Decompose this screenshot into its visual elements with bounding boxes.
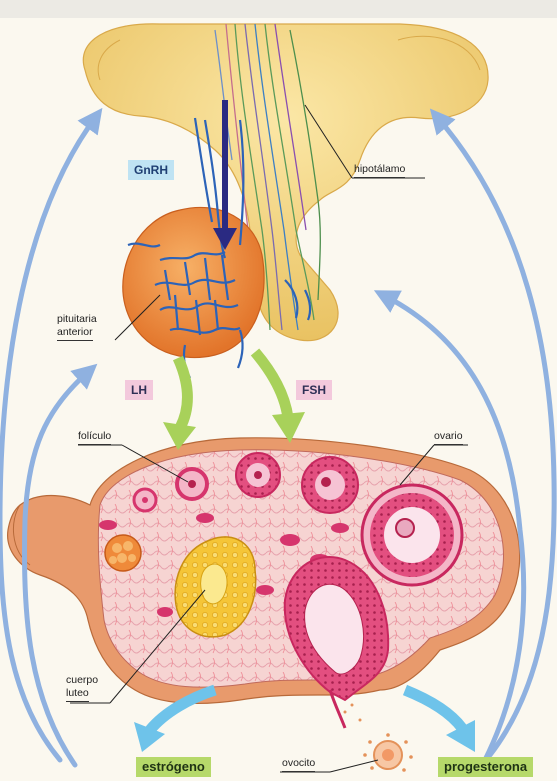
oocyte-label: ovocito [282,757,315,772]
anterior-pituitary-label: pituitaria anterior [57,313,97,341]
top-strip [0,0,557,18]
corpus-luteum-label: cuerpo luteo [66,674,98,702]
corpus-luteum-line2: luteo [66,687,89,702]
hypothalamus-label: hipotálamo [354,163,405,178]
anterior-pituitary-line1: pituitaria [57,313,97,326]
ovary-label: ovario [434,430,463,445]
ovary-text: ovario [434,430,463,445]
lh-stimulus-arrow [163,358,196,450]
gnrh-label: GnRH [128,160,174,180]
lh-label: LH [125,380,153,400]
follicle-label: folículo [78,430,111,445]
progesterone-release-arrow [405,690,475,752]
oocyte-text: ovocito [282,757,315,772]
fsh-label: FSH [296,380,332,400]
estrogen-label: estrógeno [136,757,211,777]
progesterone-label: progesterona [438,757,533,777]
ruptured-follicle [285,557,388,728]
corpus-luteum-line1: cuerpo [66,674,98,687]
oocyte-shape [344,704,413,772]
anterior-pituitary-line2: anterior [57,326,93,341]
hypothalamus-text: hipotálamo [354,163,405,178]
follicle-text: folículo [78,430,111,445]
